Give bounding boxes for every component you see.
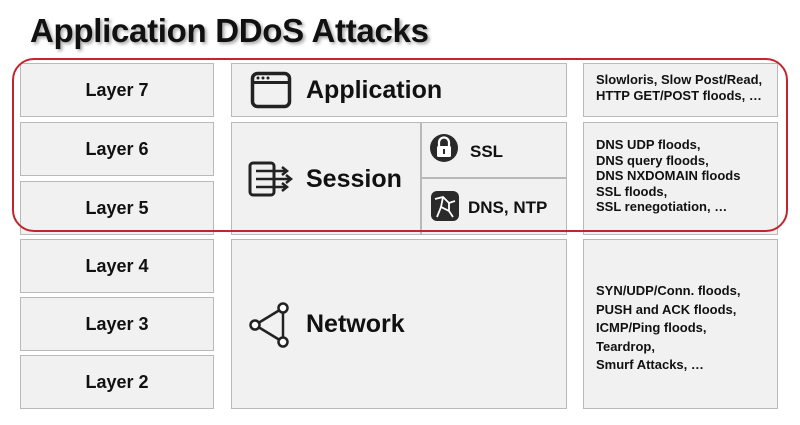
layer-5-label: Layer 5	[85, 197, 149, 218]
application-label: Application	[306, 76, 443, 104]
attack-line: Teardrop,	[596, 338, 655, 354]
layer-7-box: Layer 7	[20, 63, 214, 117]
layer-3-box: Layer 3	[20, 297, 214, 351]
session-label: Session	[306, 165, 402, 193]
attack-line: DNS query floods,	[596, 152, 709, 168]
layer-2-box: Layer 2	[20, 355, 214, 409]
attack-line: DNS NXDOMAIN floods	[596, 168, 741, 183]
attack-line: SSL renegotiation, …	[596, 199, 728, 214]
attack-line: Slowloris, Slow Post/Read,	[596, 72, 763, 87]
application-attacks-box: Slowloris, Slow Post/Read, HTTP GET/POST…	[583, 63, 778, 117]
page-title: Application DDoS Attacks	[30, 12, 429, 49]
dns-ntp-label: DNS, NTP	[468, 198, 548, 217]
layer-4-label: Layer 4	[85, 255, 149, 276]
attack-line: ICMP/Ping floods,	[596, 320, 707, 335]
network-label: Network	[306, 310, 405, 338]
session-attacks-box: DNS UDP floods, DNS query floods, DNS NX…	[583, 122, 778, 235]
network-attacks-box: SYN/UDP/Conn. floods, PUSH and ACK flood…	[583, 239, 778, 409]
network-nodes-icon	[249, 302, 289, 348]
lock-icon	[430, 134, 458, 162]
application-box: Application	[231, 63, 567, 117]
ssl-box: SSL	[421, 122, 567, 178]
attack-line: SSL floods,	[596, 183, 668, 199]
layer-5-box: Layer 5	[20, 181, 214, 235]
layer-7-label: Layer 7	[85, 79, 149, 100]
layer-6-label: Layer 6	[85, 138, 149, 159]
attack-line: DNS UDP floods,	[596, 137, 701, 152]
ssl-label: SSL	[470, 142, 504, 161]
browser-window-icon	[250, 71, 292, 109]
network-box: Network	[231, 239, 567, 409]
attack-line: HTTP GET/POST floods, …	[596, 87, 762, 103]
attack-line: PUSH and ACK floods,	[596, 301, 737, 317]
layer-2-label: Layer 2	[85, 371, 149, 392]
map-icon	[431, 191, 459, 221]
attack-line: Smurf Attacks, …	[596, 357, 704, 372]
layer-3-label: Layer 3	[85, 313, 149, 334]
attack-line: SYN/UDP/Conn. floods,	[596, 283, 741, 298]
network-traffic-icon	[248, 161, 294, 197]
layer-4-box: Layer 4	[20, 239, 214, 293]
dns-ntp-box: DNS, NTP	[421, 178, 567, 235]
session-box: Session	[231, 122, 421, 235]
layer-6-box: Layer 6	[20, 122, 214, 176]
